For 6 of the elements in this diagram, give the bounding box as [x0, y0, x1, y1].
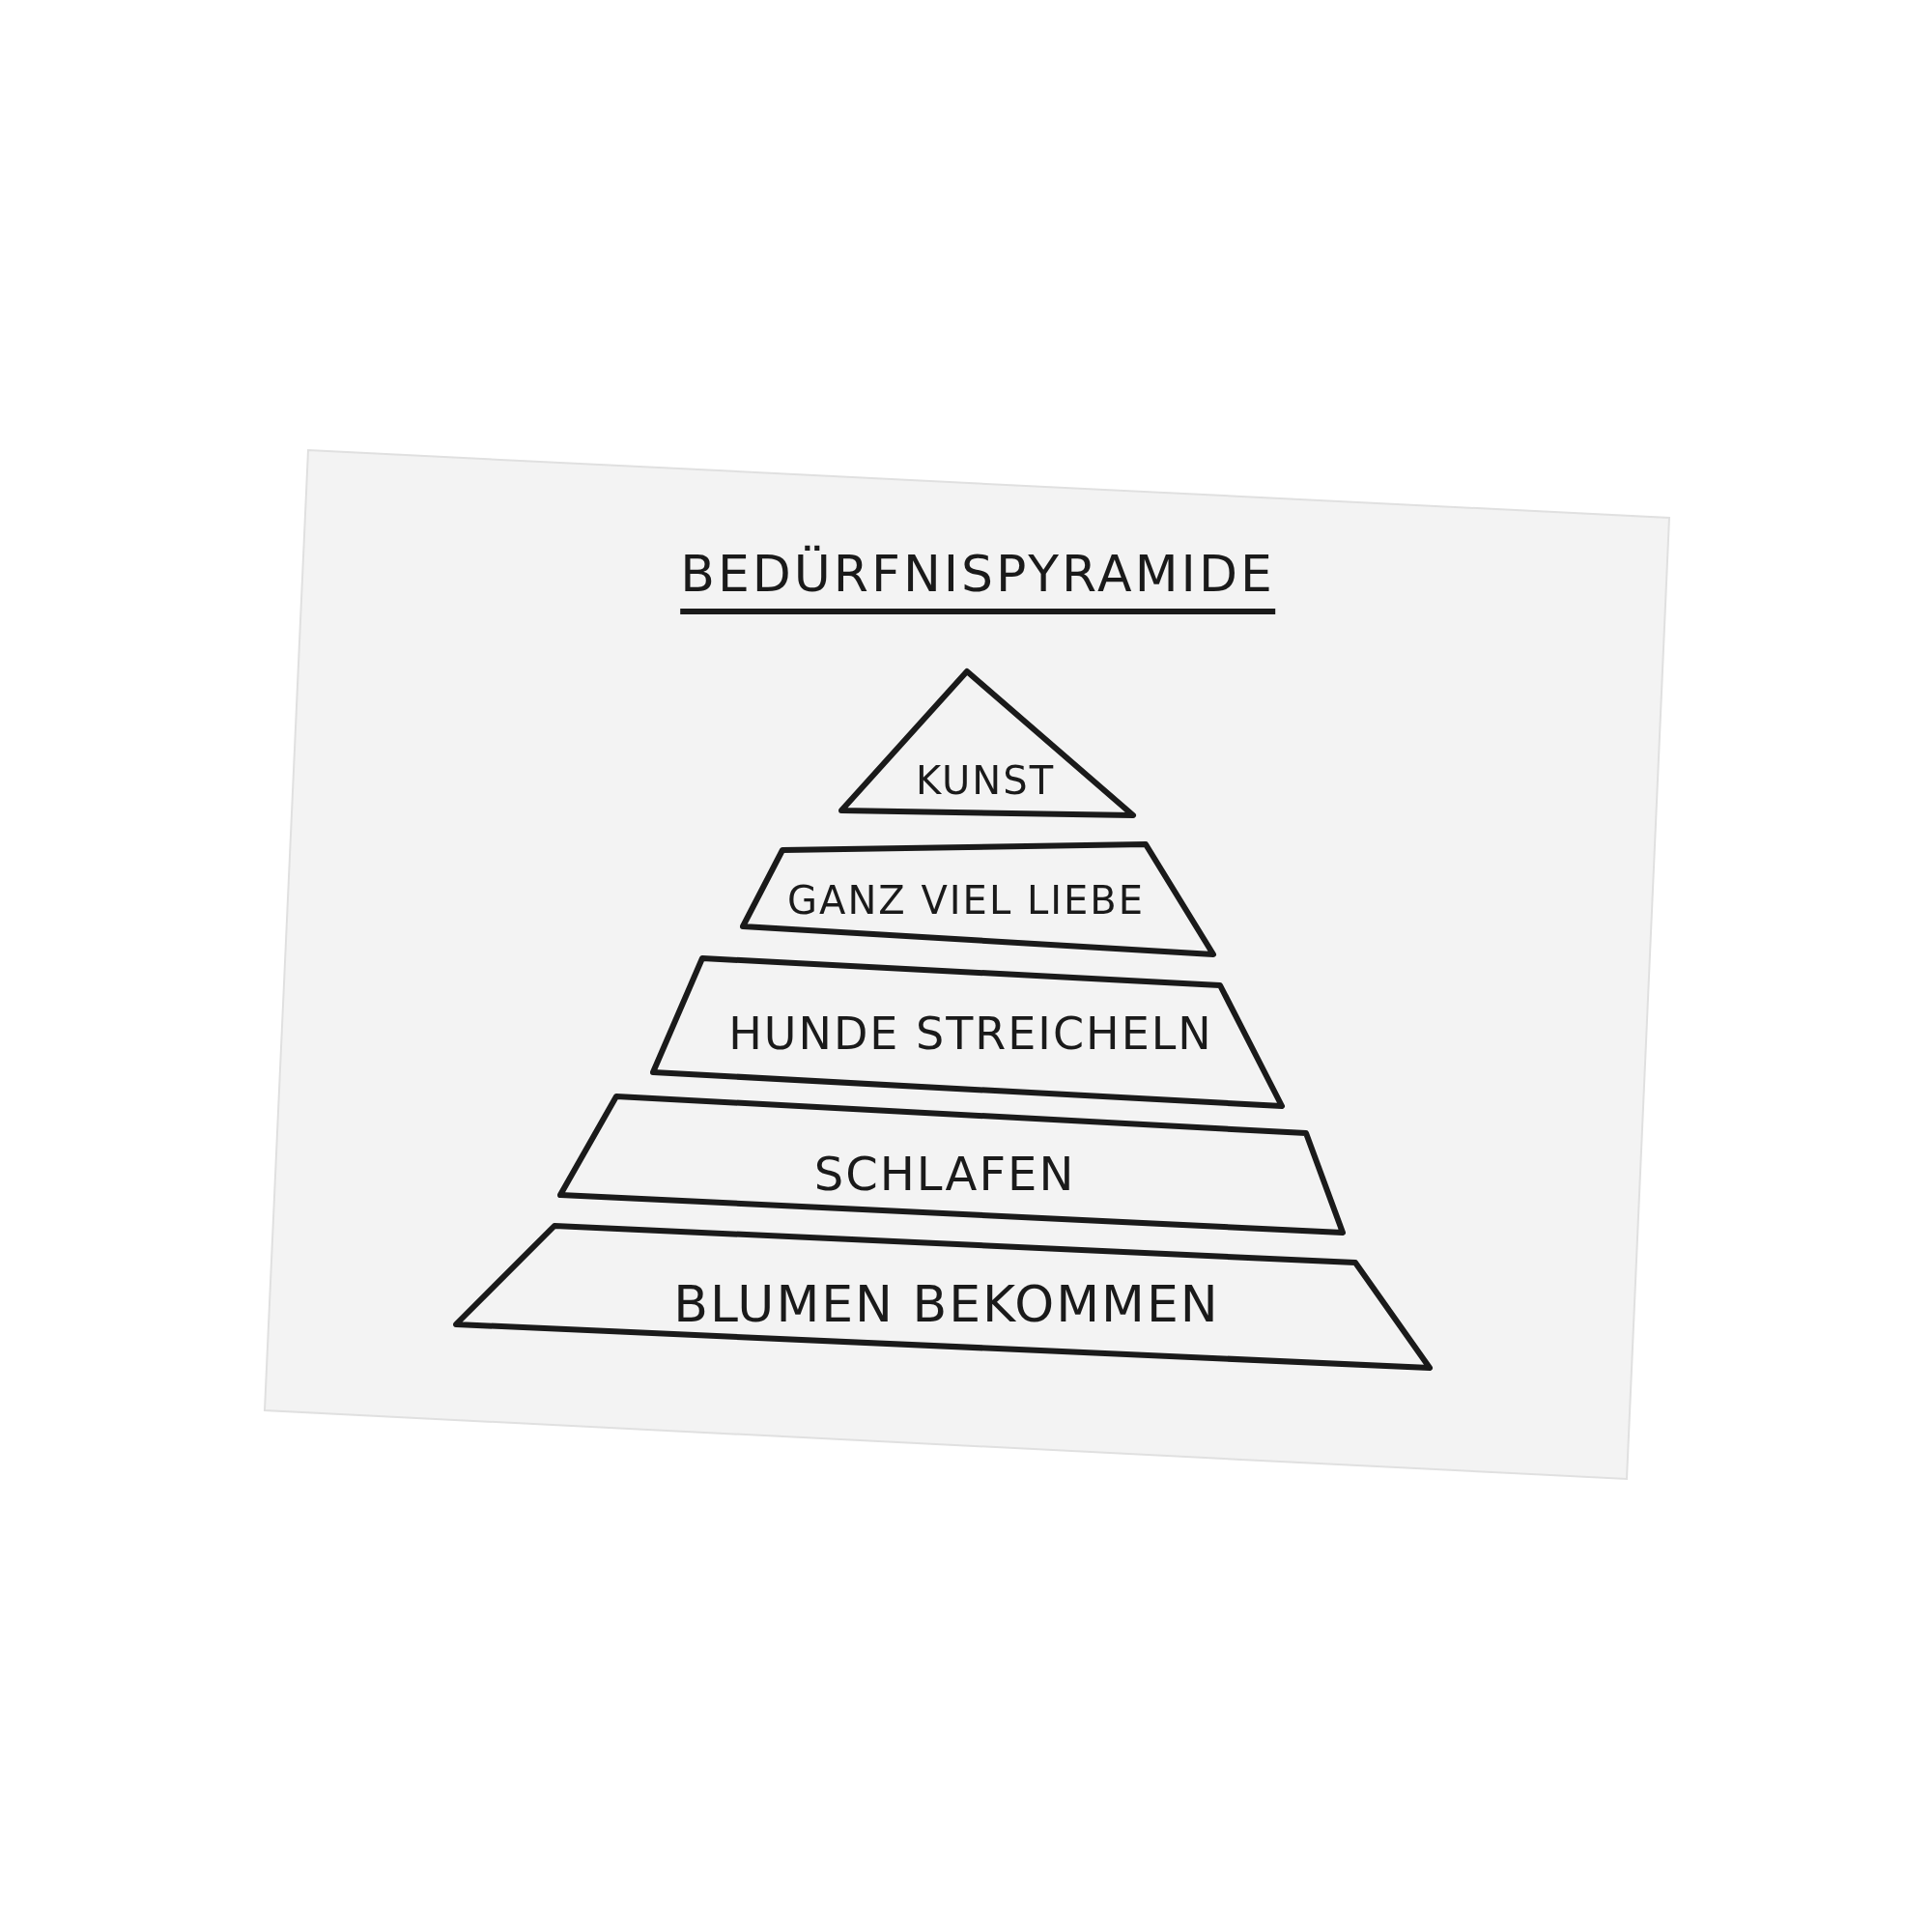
layer-label: HUNDE STREICHELN	[728, 1008, 1213, 1060]
layer-label: KUNST	[915, 758, 1056, 803]
layer-label: SCHLAFEN	[813, 1147, 1076, 1201]
layer-label: BLUMEN BEKOMMEN	[673, 1275, 1220, 1333]
layer-label: GANZ VIEL LIEBE	[787, 878, 1145, 923]
title: BEDÜRFNISPYRAMIDE	[680, 545, 1275, 614]
